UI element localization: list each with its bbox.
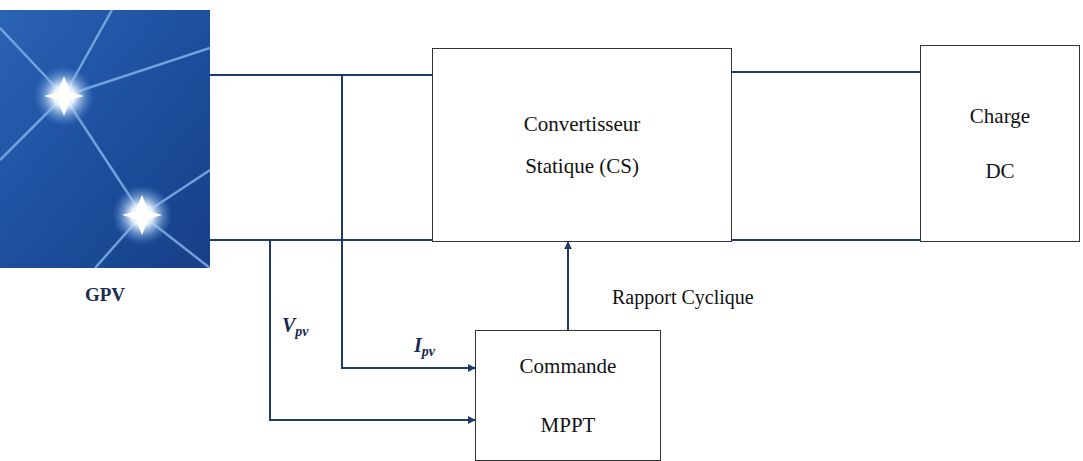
signal-name: Vpv xyxy=(282,314,309,340)
node-text: Convertisseur Statique (CS) xyxy=(497,103,667,187)
node-text: Commande MPPT xyxy=(513,337,623,455)
node-caption: GPV xyxy=(0,284,210,306)
signal-name: Ipv xyxy=(414,334,435,360)
control-label: Rapport Cyclique xyxy=(612,286,754,309)
process-box: Convertisseur Statique (CS) xyxy=(432,48,732,242)
node-text: Charge DC xyxy=(955,89,1045,198)
pv-generator: GPV xyxy=(0,10,210,268)
wire xyxy=(732,71,920,73)
process-box: Commande MPPT xyxy=(475,330,661,461)
wire xyxy=(732,239,920,241)
signal-arrow xyxy=(567,242,569,330)
process-box: Charge DC xyxy=(920,45,1080,242)
signal-arrow xyxy=(210,240,475,420)
solar-cell-picture xyxy=(0,10,210,268)
